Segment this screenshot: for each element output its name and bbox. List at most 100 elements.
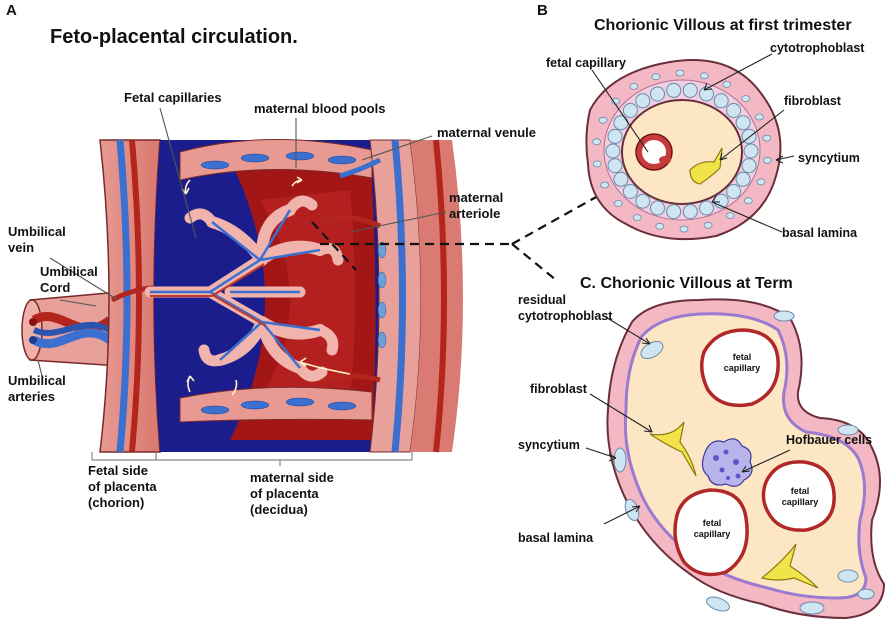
- cytotrophoblast-cell: [666, 82, 682, 98]
- label-line: arteries: [8, 389, 55, 404]
- label-cytotrophoblast: cytotrophoblast: [770, 41, 865, 55]
- cytotrophoblast-cell: [613, 171, 629, 187]
- label-capillary-c1: fetal capillary: [716, 352, 768, 374]
- cytotrophoblast-cell: [613, 115, 629, 131]
- residual-cytotrophoblast-cells: [613, 310, 875, 615]
- label-line: fetal: [790, 486, 810, 496]
- syncytial-nucleus: [756, 178, 766, 186]
- syncytial-nuclei: [592, 69, 772, 233]
- cytotrophoblast-cell: [726, 184, 742, 199]
- label-maternal-side: maternal side of placenta (decidua): [250, 470, 334, 518]
- fetal-capillary-c1: [700, 328, 780, 408]
- cytotrophoblast-cell: [713, 93, 729, 109]
- syncytial-nucleus: [722, 81, 732, 88]
- label-hofbauer-cells: Hofbauer cells: [786, 433, 873, 447]
- label-capillary-c2: fetal capillary: [686, 518, 738, 540]
- label-line: capillary: [693, 529, 731, 539]
- label-line: fetal: [732, 352, 752, 362]
- label-line: vein: [8, 240, 35, 255]
- syncytial-nucleus: [632, 214, 642, 222]
- syncytial-nucleus: [703, 221, 713, 229]
- syncytial-nucleus: [762, 134, 772, 142]
- syncytial-nucleus: [675, 69, 685, 77]
- syncytial-nucleus: [655, 222, 665, 230]
- cytotrophoblast-cell: [605, 143, 621, 159]
- label-syncytium-c: syncytium: [518, 438, 580, 452]
- label-line: Umbilical: [40, 264, 98, 279]
- cytotrophoblast-cell: [622, 184, 638, 199]
- label-line: Umbilical: [8, 224, 66, 239]
- label-line: Fetal side: [88, 463, 148, 478]
- syncytial-nucleus: [725, 212, 735, 220]
- label-line: Umbilical: [8, 373, 66, 388]
- panel-letter-b: B: [537, 2, 548, 19]
- syncytial-nucleus: [741, 95, 751, 102]
- syncytial-nucleus: [629, 83, 639, 90]
- syncytial-nucleus: [755, 113, 764, 121]
- placenta-section: [21, 107, 599, 466]
- label-fetal-side: Fetal side of placenta (chorion): [88, 463, 157, 511]
- fetal-capillary-c3: [761, 460, 836, 532]
- cytotrophoblast-cell: [666, 204, 682, 220]
- cytotrophoblast-cell: [741, 158, 757, 174]
- label-fibroblast-b: fibroblast: [784, 94, 841, 108]
- label-maternal-venule: maternal venule: [437, 125, 536, 140]
- label-line: cytotrophoblast: [518, 309, 613, 323]
- cytotrophoblast-cell: [607, 158, 623, 174]
- basal-plate: [319, 139, 463, 453]
- cytotrophoblast-cell: [699, 86, 714, 102]
- label-maternal-blood-pools: maternal blood pools: [254, 101, 386, 116]
- syncytial-nucleus: [699, 72, 709, 80]
- syncytial-nucleus: [743, 197, 753, 205]
- cytotrophoblast-cell: [735, 115, 751, 131]
- syncytial-nucleus: [600, 181, 609, 189]
- label-fetal-capillary-b: fetal capillary: [546, 56, 626, 70]
- side-brackets: [91, 452, 413, 466]
- villus-first-trimester: [585, 53, 795, 241]
- label-umbilical-vein: Umbilical vein: [8, 224, 66, 256]
- label-residual-cytotrophoblast: residual cytotrophoblast: [518, 292, 612, 324]
- label-syncytium-b: syncytium: [798, 151, 860, 165]
- panel-b-title: Chorionic Villous at first trimester: [594, 17, 852, 34]
- leader-lines-c: [585, 315, 791, 525]
- villus-term: [585, 298, 886, 620]
- cytotrophoblast-cell: [743, 143, 759, 159]
- panel-c-title: C. Chorionic Villous at Term: [580, 275, 793, 292]
- label-line: (decidua): [250, 502, 308, 517]
- fetal-capillary-c2: [673, 488, 749, 577]
- fetal-capillary-b: [635, 133, 673, 171]
- fibroblast-c1: [649, 421, 697, 477]
- label-line: maternal side: [250, 470, 334, 485]
- cytotrophoblast-cell: [682, 82, 698, 98]
- label-fibroblast-c: fibroblast: [530, 382, 587, 396]
- cytotrophoblast-cell: [699, 200, 714, 216]
- syncytial-nucleus: [763, 156, 772, 164]
- label-line: arteriole: [449, 206, 501, 221]
- fibroblast-c2: [760, 543, 819, 589]
- decidual-septa: [179, 139, 373, 423]
- panel-a-title: Feto-placental circulation.: [50, 26, 298, 48]
- cytotrophoblast-cell: [726, 103, 742, 118]
- syncytial-nucleus: [592, 138, 601, 146]
- fibroblast-b: [689, 147, 723, 185]
- cytotrophoblast-cell: [607, 128, 623, 144]
- hofbauer-cell: [701, 438, 753, 487]
- syncytial-nucleus: [598, 116, 608, 124]
- panel-letter-a: A: [6, 2, 17, 19]
- cytotrophoblast-cell: [735, 171, 751, 187]
- label-basal-lamina-b: basal lamina: [782, 226, 858, 240]
- label-line: of placenta: [250, 486, 319, 501]
- villous-tree: [144, 195, 344, 382]
- label-line: Cord: [40, 280, 71, 295]
- label-fetal-capillaries: Fetal capillaries: [124, 90, 222, 105]
- label-line: (chorion): [88, 495, 145, 510]
- syncytial-nucleus: [679, 225, 689, 233]
- label-basal-lamina-c: basal lamina: [518, 531, 594, 545]
- umbilical-cord: [21, 291, 121, 367]
- label-umbilical-cord: Umbilical Cord: [40, 264, 98, 296]
- connector-to-villi: [311, 195, 599, 281]
- label-maternal-arteriole: maternal arteriole: [449, 190, 503, 222]
- label-umbilical-arteries: Umbilical arteries: [8, 373, 66, 405]
- label-line: of placenta: [88, 479, 157, 494]
